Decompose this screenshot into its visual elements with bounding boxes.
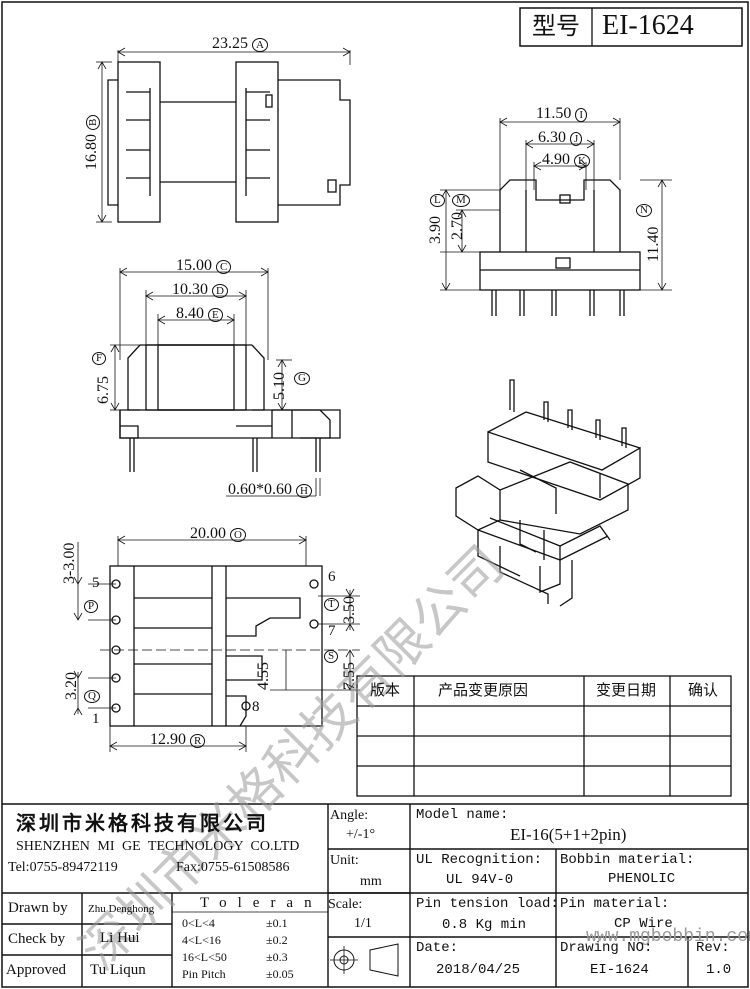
pin-tension-label: Pin tension load: (416, 896, 559, 912)
dim-r: 12.90 R (150, 732, 206, 748)
pin-material-label: Pin material: (560, 896, 670, 912)
tol-range-2: 16<L<50 (182, 950, 227, 964)
pin-7: 7 (328, 623, 336, 639)
tol-value-1: ±0.2 (266, 933, 288, 947)
check-by-label: Check by (8, 931, 66, 947)
type-label: 型号 (532, 12, 580, 40)
approved-label: Approved (6, 962, 66, 978)
date-value: 2018/04/25 (436, 962, 521, 978)
ul-value: UL 94V-0 (446, 872, 514, 888)
pin-8: 8 (252, 699, 260, 715)
approved-name: Tu Liqun (90, 962, 146, 978)
rev-header-version: 版本 (370, 681, 401, 699)
model-code: EI-1624 (602, 10, 694, 41)
company-fax: Fax:0755-61508586 (176, 860, 290, 875)
pin-6: 6 (328, 569, 336, 585)
bottom-view (73, 535, 360, 752)
unit-label: Unit: (330, 853, 359, 868)
date-label: Date: (416, 940, 459, 956)
dim-p: 3-3.00 (61, 542, 78, 584)
dim-k: 4.90 K (542, 152, 590, 168)
isometric-view (455, 379, 641, 607)
dim-d: 10.30 D (172, 282, 228, 298)
angle-value: +/-1° (346, 827, 376, 842)
dim-l: 3.90 (427, 216, 444, 244)
dim-n: 11.40 (645, 226, 662, 262)
rev-header-confirm: 确认 (688, 681, 719, 699)
tol-value-0: ±0.1 (266, 916, 288, 930)
dim-m-letter: M (452, 194, 470, 207)
drawing-no-label: Drawing NO: (560, 940, 653, 956)
tol-range-3: Pin Pitch (182, 967, 226, 981)
rev-value: 1.0 (706, 962, 732, 978)
scale-label: Scale: (328, 897, 363, 912)
bobbin-material-label: Bobbin material: (560, 852, 695, 868)
dim-l-letter: L (430, 194, 445, 207)
dim-a: 23.25 A (212, 36, 268, 52)
dim-o: 20.00 O (190, 526, 246, 542)
dim-n-letter: N (636, 204, 652, 217)
dim-t-letter: T (324, 598, 339, 611)
dim-p-letter: P (84, 600, 99, 613)
rev-header-date: 变更日期 (596, 681, 657, 699)
revision-table-grid (356, 675, 732, 797)
dim-s-letter: S (324, 650, 339, 663)
angle-label: Angle: (330, 808, 369, 823)
dim-m: 2.70 (449, 212, 466, 240)
company-name-en: SHENZHEN MI GE TECHNOLOGY CO.LTD (16, 839, 300, 854)
pin-material-value: CP Wire (614, 916, 673, 932)
dim-f: 6.75 (95, 376, 112, 404)
check-by-name: Li Hui (100, 930, 140, 946)
side-view (440, 117, 672, 316)
top-view (96, 47, 351, 223)
dim-b: 16.80 B (83, 114, 100, 170)
watermark-url: www.mgbobbin.com (586, 927, 750, 947)
dim-f-letter: F (92, 352, 107, 365)
dim-s: 7.55 (341, 662, 358, 690)
drawing-no-value: EI-1624 (590, 962, 649, 978)
dim-g-letter: G (294, 372, 310, 385)
projection-symbol (330, 943, 399, 977)
pin-5: 5 (92, 575, 100, 591)
title-block-grid (2, 803, 748, 987)
pin-1: 1 (92, 711, 100, 727)
dim-q-letter: Q (84, 690, 100, 703)
rev-label: Rev: (696, 940, 730, 956)
dim-j: 6.30 J (538, 130, 583, 146)
dim-u: 4.55 (255, 662, 272, 690)
dim-g: 5.10 (271, 372, 288, 400)
model-name-label: Model name: (416, 807, 509, 823)
dim-t: 3.50 (341, 596, 358, 624)
company-tel: Tel:0755-89472119 (8, 860, 118, 875)
bobbin-material-value: PHENOLIC (608, 871, 676, 887)
scale-value: 1/1 (354, 916, 372, 931)
dim-q: 3.20 (63, 672, 80, 700)
dim-e: 8.40 E (176, 306, 223, 322)
tol-value-3: ±0.05 (266, 967, 294, 981)
dim-i: 11.50 I (536, 106, 588, 122)
tol-range-1: 4<L<16 (182, 933, 221, 947)
dim-h: 0.60*0.60 H (228, 482, 312, 498)
drawn-by-name: Zhu Denghong (88, 903, 155, 915)
front-view (110, 267, 341, 497)
company-name-cn: 深圳市米格科技有限公司 (16, 811, 269, 835)
rev-header-reason: 产品变更原因 (438, 681, 529, 699)
tol-value-2: ±0.3 (266, 950, 288, 964)
pin-tension-value: 0.8 Kg min (442, 917, 527, 933)
tol-range-0: 0<L<4 (182, 916, 215, 930)
model-name-value: EI-16(5+1+2pin) (510, 825, 627, 844)
unit-value: mm (360, 874, 382, 889)
dim-c: 15.00 C (176, 258, 232, 274)
drawn-by-label: Drawn by (8, 900, 68, 916)
ul-label: UL Recognition: (416, 852, 543, 868)
tolerance-title: Toleran (200, 895, 323, 911)
